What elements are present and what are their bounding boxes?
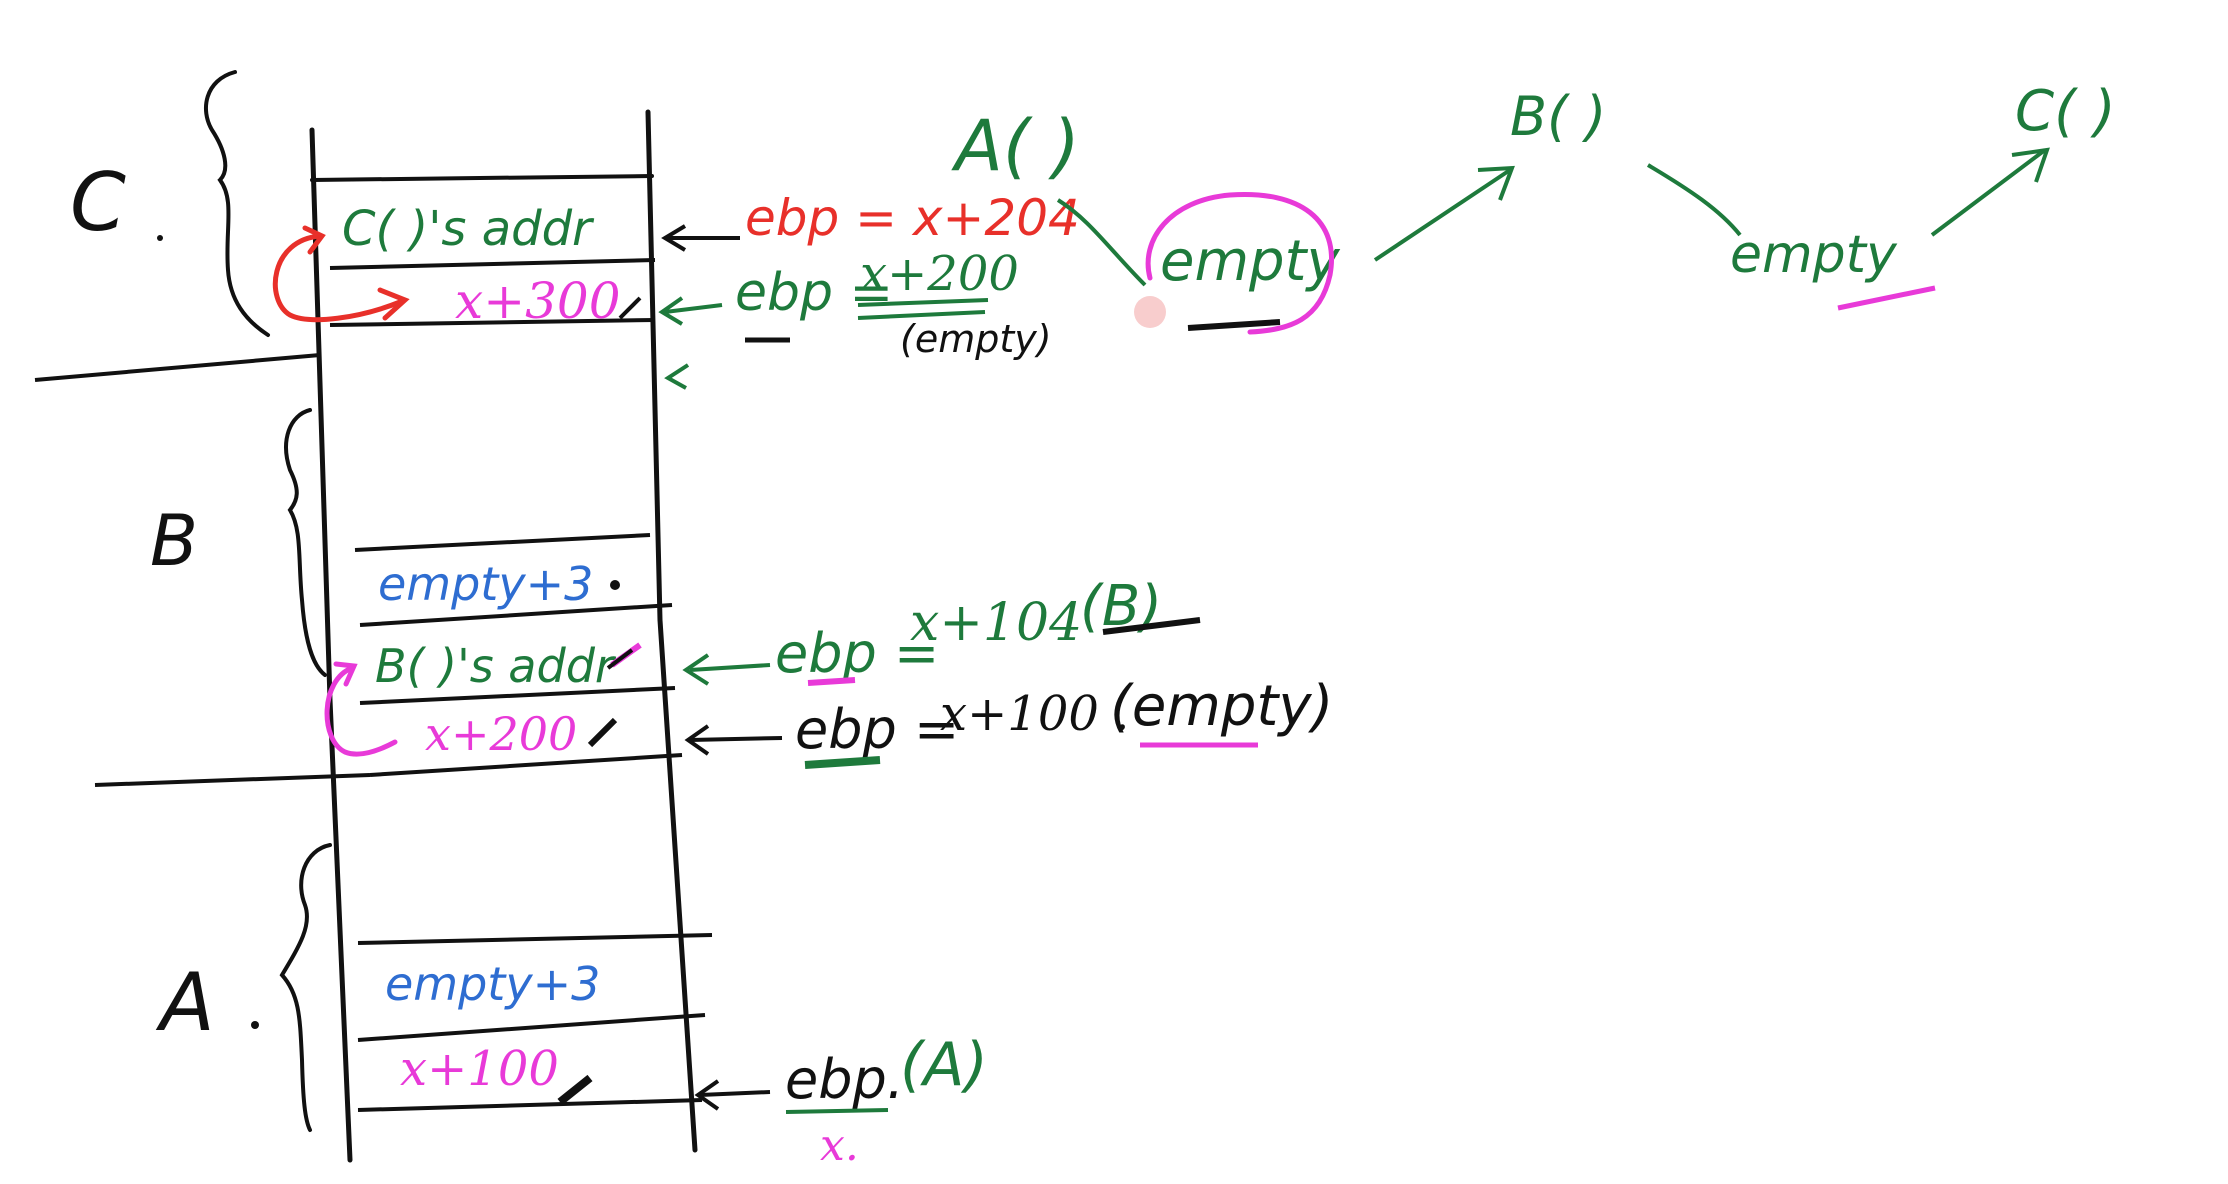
dot-mark: [157, 235, 163, 241]
ebp-annotation-b2-note: (empty): [1110, 674, 1333, 739]
cell-b-local: empty+3: [378, 557, 593, 611]
cursor-dot: [1134, 296, 1166, 328]
ink-mark: [618, 296, 642, 320]
cell-b-saved-ebp: x+200: [425, 707, 577, 761]
ebp-annotation-a: ebp.: [785, 1048, 904, 1111]
underline: [1187, 319, 1281, 331]
pointer-arrowhead: [684, 724, 710, 756]
pointer-arrow: [689, 663, 771, 672]
magenta-loop-arrow: [324, 665, 398, 757]
brace-b: [284, 408, 327, 677]
ebp-annotation-c2-value: x+200: [860, 246, 1019, 302]
cell-a-local: empty+3: [385, 957, 600, 1011]
ebp-annotation-c2-prefix: ebp =: [735, 263, 893, 323]
stack-right-wall: [645, 109, 698, 1153]
flow-empty-a: empty: [1160, 229, 1341, 294]
frame-boundary: [34, 353, 321, 382]
cell-divider: [329, 258, 656, 270]
frame-label-c: C: [70, 156, 126, 249]
ebp-annotation-b1-value: x+104: [910, 593, 1082, 653]
magenta-loop-arrowhead: [333, 661, 358, 687]
cell-divider: [357, 1013, 706, 1042]
underline: [1837, 285, 1936, 311]
pointer-arrowhead: [682, 653, 710, 686]
cell-divider: [359, 686, 676, 705]
stack-left-wall: [309, 127, 353, 1163]
ink-mark: [557, 1074, 593, 1106]
flow-arrowhead: [1477, 165, 1515, 201]
highlight-circle: [1145, 191, 1334, 335]
pointer-arrow: [689, 736, 783, 742]
underline: [1102, 617, 1201, 635]
cell-divider: [357, 933, 713, 945]
underline: [857, 298, 989, 307]
cell-c-saved-ebp: x+300: [455, 272, 621, 330]
cell-a-saved-ebp: x+100: [400, 1041, 559, 1097]
ebp-annotation-a-value: x.: [820, 1120, 859, 1171]
pointer-arrowhead: [694, 1079, 720, 1111]
pointer-arrowhead: [658, 296, 684, 326]
cell-divider: [354, 533, 651, 552]
frame-boundary: [94, 773, 371, 787]
ebp-annotation-b2-prefix: ebp =: [795, 698, 959, 761]
ebp-annotation-c1: ebp = x+204: [745, 189, 1080, 247]
ebp-annotation-a-tag: (A): [900, 1030, 988, 1100]
cell-divider: [310, 174, 654, 182]
pointer-arrow: [664, 303, 723, 314]
cell-c-return-address: C( )'s addr: [342, 201, 595, 257]
cell-divider: [357, 1098, 703, 1112]
underline: [785, 1108, 889, 1114]
cell-divider: [329, 318, 656, 327]
frame-label-a: A: [155, 956, 215, 1049]
ink-mark: [587, 717, 618, 748]
underline: [857, 310, 986, 320]
dot-mark: [251, 1021, 259, 1029]
red-loop-arrowhead: [377, 287, 410, 321]
flow-arrow: [1930, 148, 2047, 237]
flow-call-b: B( ): [1510, 85, 1606, 148]
pointer-arrowhead: [661, 224, 687, 252]
cell-divider: [359, 603, 673, 627]
flow-arrowhead: [2011, 147, 2050, 183]
ink-mark: [606, 648, 634, 670]
brace-c: [204, 70, 270, 337]
flow-connector: [1056, 198, 1147, 287]
flow-call-c: C( ): [2015, 79, 2116, 144]
pointer-arrow: [699, 1090, 771, 1097]
flow-call-a: A( ): [951, 105, 1080, 187]
ebp-annotation-b2-value: x+100 .: [940, 686, 1129, 742]
red-loop-arrowhead: [302, 225, 326, 255]
pointer-arrowhead: [664, 363, 690, 390]
flow-arrow: [1373, 168, 1512, 262]
ebp-annotation-c2-note: (empty): [900, 317, 1052, 361]
underline: [807, 677, 856, 686]
brace-a: [279, 843, 332, 1132]
frame-label-b: B: [150, 500, 198, 582]
flow-connector: [1646, 163, 1742, 237]
red-loop-arrow: [272, 233, 403, 323]
cell-b-return-address: B( )'s addr: [375, 639, 617, 693]
cell-divider: [369, 753, 683, 777]
underline: [804, 756, 881, 769]
flow-empty-b: empty: [1730, 225, 1898, 285]
dot-mark: [610, 580, 620, 590]
ebp-annotation-b1-prefix: ebp =: [775, 622, 939, 685]
